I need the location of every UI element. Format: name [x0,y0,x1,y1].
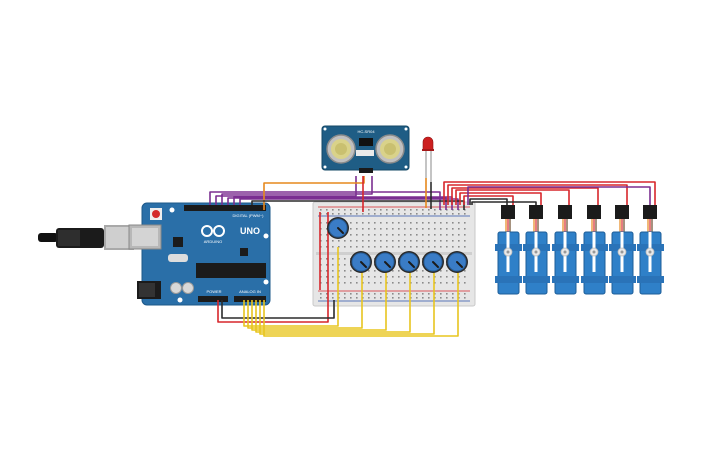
ultrasonic-sensor[interactable]: HC-SR04 [321,125,410,173]
servo-motor-2[interactable] [523,205,550,295]
sensor-crystal [359,138,373,146]
power-header-label: POWER [206,289,221,294]
potentiometer-group [327,217,468,273]
servo-motor-3[interactable] [552,205,579,295]
potentiometer-2[interactable] [350,251,372,273]
reset-button[interactable] [152,210,160,218]
analog-header-label: ANALOG IN [239,289,261,294]
usb-cable [38,225,134,250]
servo-motor-6[interactable] [637,205,664,295]
board-model-text: UNO [240,226,260,236]
servo-motor-4[interactable] [581,205,608,295]
board-brand-text: ARDUINO [204,239,222,244]
transducer-left [326,134,356,164]
sensor-title: HC-SR04 [357,129,375,134]
atmega-chip [196,263,266,278]
potentiometer-5[interactable] [422,251,444,273]
potentiometer-1[interactable] [327,217,349,239]
potentiometer-4[interactable] [398,251,420,273]
servo-group [495,205,664,295]
red-led[interactable] [422,136,434,182]
digital-header-label: DIGITAL (PWM~) [233,213,265,218]
arduino-infinity-logo [201,225,225,237]
wiring [209,176,656,337]
potentiometer-6[interactable] [446,251,468,273]
servo-motor-5[interactable] [609,205,636,295]
servo-motor-1[interactable] [495,205,522,295]
transducer-right [375,134,405,164]
potentiometer-3[interactable] [374,251,396,273]
arduino-uno-board[interactable]: DIGITAL (PWM~) UNO ARDUINO POWER ANALOG … [128,202,271,306]
